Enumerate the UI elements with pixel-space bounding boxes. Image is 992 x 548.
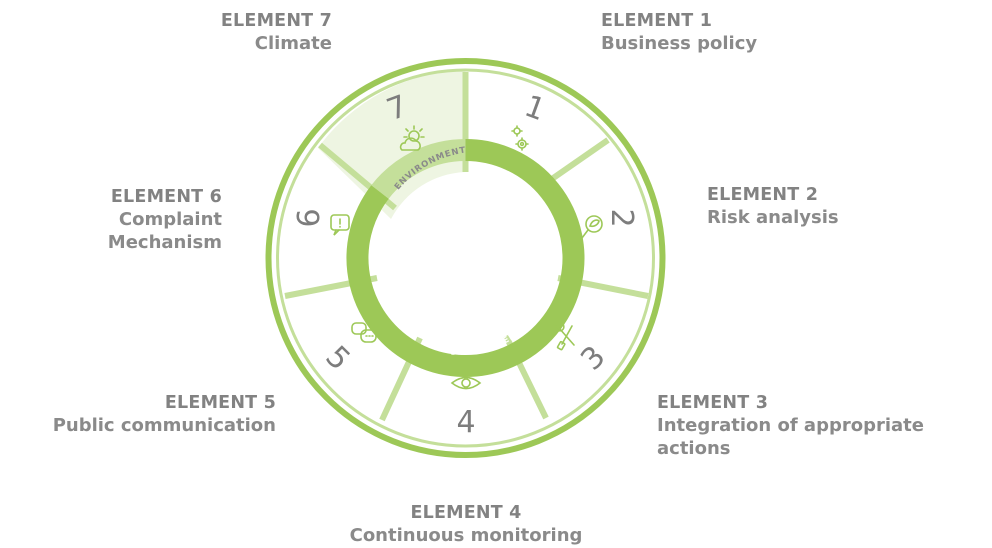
- segment-4-number: 4: [456, 405, 475, 440]
- element-4-label: ELEMENT 4 Continuous monitoring: [316, 502, 616, 547]
- element-7-name: Climate: [254, 33, 332, 55]
- tools-icon: [555, 322, 575, 351]
- segment-5-number: 5: [319, 339, 357, 377]
- element-3-title: ELEMENT 3: [657, 393, 769, 413]
- magnifier-icon: [581, 215, 603, 239]
- element-6-name: Complaint Mechanism: [107, 209, 222, 254]
- element-5-name: Public communication: [52, 415, 276, 437]
- sun-cloud-icon: [399, 125, 425, 151]
- segment-2-number: 2: [604, 208, 639, 227]
- outer-inner-ring: [276, 68, 655, 448]
- due-diligence-ring: [346, 139, 585, 377]
- element-5-title: ELEMENT 5: [164, 393, 276, 413]
- gears-icon: [511, 125, 529, 151]
- segment-6-number: 6: [292, 208, 327, 227]
- element-3-name: Integration of appropriate actions: [657, 415, 924, 460]
- element-1-label: ELEMENT 1 Business policy: [601, 10, 757, 55]
- segment-1-number: 1: [520, 89, 550, 128]
- element-1-title: ELEMENT 1: [601, 11, 713, 31]
- speech-bubbles-icon: [351, 322, 377, 343]
- element-2-title: ELEMENT 2: [707, 185, 819, 205]
- element-7-label: ELEMENT 7 Climate: [221, 10, 332, 55]
- segment-7-highlight: [318, 70, 466, 219]
- outer-ring: [265, 58, 666, 458]
- element-5-label: ELEMENT 5 Public communication: [53, 392, 276, 437]
- element-6-title: ELEMENT 6: [110, 187, 222, 207]
- environment-ring: [371, 139, 466, 199]
- element-6-label: ELEMENT 6 Complaint Mechanism: [0, 186, 222, 254]
- element-7-title: ELEMENT 7: [220, 11, 332, 31]
- eye-icon: [450, 376, 482, 390]
- segment-3-number: 3: [574, 339, 612, 377]
- complaint-bubble-icon: [330, 214, 350, 236]
- element-2-label: ELEMENT 2 Risk analysis: [707, 184, 839, 229]
- element-4-title: ELEMENT 4: [410, 503, 522, 523]
- element-1-name: Business policy: [601, 33, 758, 55]
- element-4-name: Continuous monitoring: [349, 525, 583, 547]
- element-2-name: Risk analysis: [707, 207, 839, 229]
- element-3-label: ELEMENT 3 Integration of appropriate act…: [657, 392, 992, 460]
